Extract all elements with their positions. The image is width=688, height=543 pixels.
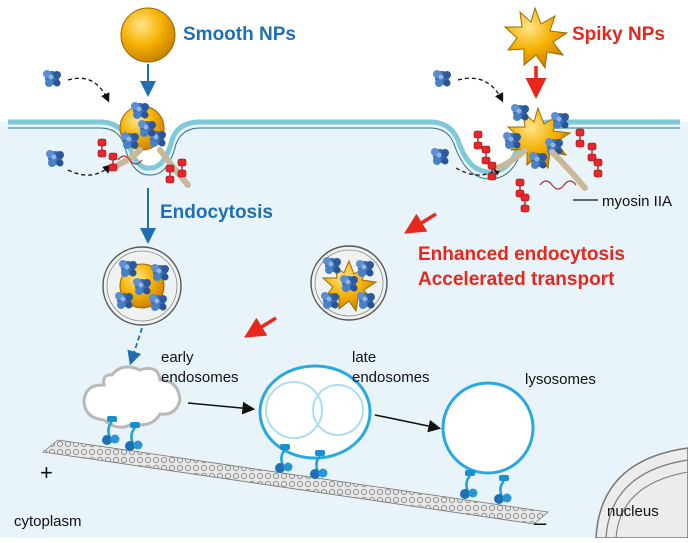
smooth-np-membrane bbox=[119, 102, 166, 151]
lysosome bbox=[441, 381, 535, 475]
late-label: late bbox=[352, 349, 376, 366]
accelerated-transport-label: Accelerated transport bbox=[418, 269, 615, 290]
arrow-early-to-late bbox=[187, 401, 256, 415]
plus-end-label: + bbox=[40, 460, 53, 485]
vesicle-smooth-np bbox=[102, 246, 182, 326]
red-arrow-lower bbox=[244, 316, 277, 338]
microtubule bbox=[42, 439, 549, 525]
enhanced-endocytosis-label: Enhanced endocytosis bbox=[418, 244, 625, 265]
dashed-arrow bbox=[67, 164, 112, 176]
early-label: early bbox=[161, 349, 194, 366]
spiky-nps-label: Spiky NPs bbox=[572, 24, 665, 45]
myosin-label: myosin IIA bbox=[602, 193, 672, 210]
smooth-np-icon bbox=[120, 7, 176, 63]
spiky-np-membrane bbox=[503, 104, 572, 170]
endocytosis-label: Endocytosis bbox=[160, 202, 273, 223]
dashed-arrow bbox=[457, 77, 504, 103]
myosin-cluster-left bbox=[97, 138, 191, 188]
spiky-np-icon bbox=[503, 6, 569, 70]
late-endosomes-label: endosomes bbox=[352, 369, 430, 386]
arrow-late-to-lysosome bbox=[374, 414, 442, 433]
minus-end-label: – bbox=[534, 510, 547, 535]
vesicle-spiky-np bbox=[310, 245, 388, 321]
late-endosome bbox=[258, 364, 372, 460]
dashed-arrow bbox=[67, 77, 110, 103]
myosin-cluster-right bbox=[473, 128, 603, 213]
red-arrow-upper bbox=[404, 212, 437, 234]
smooth-nps-label: Smooth NPs bbox=[183, 24, 296, 45]
lysosomes-label: lysosomes bbox=[525, 371, 596, 388]
early-endosome bbox=[82, 365, 182, 429]
nucleus-label: nucleus bbox=[607, 503, 659, 520]
protein-icon bbox=[433, 70, 451, 87]
protein-icon bbox=[431, 148, 449, 165]
early-endosomes-label: endosomes bbox=[161, 369, 239, 386]
cell-membrane bbox=[8, 119, 680, 175]
nucleus bbox=[595, 447, 688, 539]
protein-icon bbox=[46, 150, 64, 167]
protein-icon bbox=[43, 70, 61, 87]
cytoplasm-label: cytoplasm bbox=[14, 513, 82, 530]
dashed-blue-arrow bbox=[127, 327, 143, 366]
